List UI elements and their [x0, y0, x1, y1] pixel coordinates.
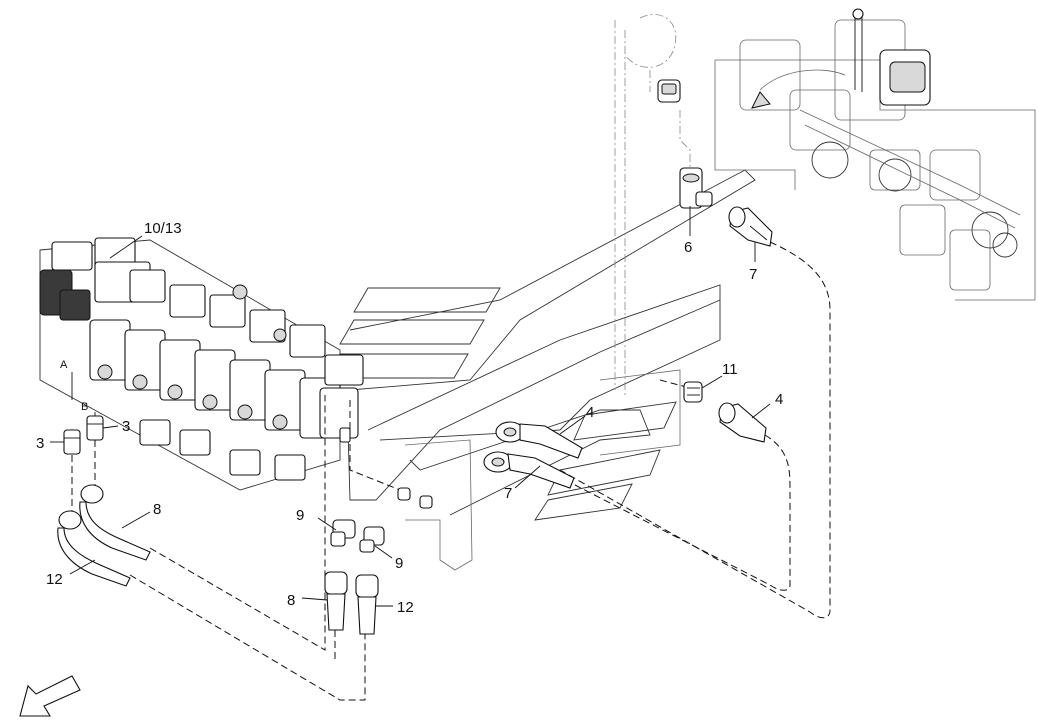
- adapter-11: [683, 381, 703, 403]
- banjo-fittings-4-7: [483, 421, 583, 489]
- axle-assembly: [714, 8, 1036, 301]
- callout-8-left: 8: [153, 501, 161, 518]
- callout-4-right: 4: [775, 391, 783, 408]
- callout-10-13: 10/13: [144, 220, 182, 237]
- frame-connectors: [339, 427, 433, 509]
- frame-chevron-outline: [325, 169, 756, 571]
- callout-12-left: 12: [46, 571, 63, 588]
- callout-labels: 10/13 6 7 11 4 4 7 3 3 8 12 9 9 8 12 A B: [36, 220, 783, 616]
- hose-fittings-8-12-bottom: [324, 571, 379, 635]
- adapters-3: [63, 415, 104, 455]
- hose-routes: [71, 241, 831, 701]
- callout-11: 11: [722, 361, 738, 378]
- phantom-lines: [614, 14, 691, 395]
- callout-3-right: 3: [122, 418, 130, 435]
- elbow-fittings-9: [330, 519, 385, 553]
- callout-9-top: 9: [296, 507, 304, 524]
- callout-12-bottom: 12: [397, 599, 414, 616]
- callout-3-left: 3: [36, 435, 44, 452]
- callout-6: 6: [684, 239, 692, 256]
- valve-sections: [89, 269, 364, 481]
- sensor-plug: [657, 79, 681, 103]
- tee-fitting-6: [679, 167, 713, 209]
- banjo-fittings-8-12-left: [57, 484, 151, 587]
- callout-9-bottom: 9: [395, 555, 403, 572]
- arrow-down-left-icon: [19, 675, 81, 717]
- control-valve-block: [39, 237, 364, 491]
- callout-7-top: 7: [749, 266, 757, 283]
- port-label-b: B: [81, 401, 88, 413]
- callout-8-bottom: 8: [287, 592, 295, 609]
- hose-fitting-7-top: [728, 206, 773, 247]
- callout-4-mid: 4: [586, 404, 594, 421]
- callout-7-mid: 7: [504, 485, 512, 502]
- port-label-a: A: [60, 359, 68, 371]
- callout-leaders: [50, 206, 771, 607]
- hose-fitting-4-right: [718, 402, 767, 443]
